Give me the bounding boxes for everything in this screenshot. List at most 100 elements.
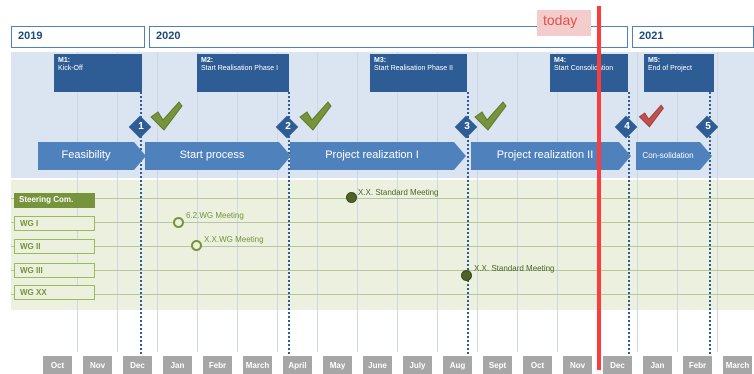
month-label: March xyxy=(725,361,750,370)
month-label-box: Dec xyxy=(603,356,632,374)
milestone-number: 5 xyxy=(705,121,711,132)
month-gridline xyxy=(557,52,558,352)
month-label: Febr xyxy=(688,361,707,370)
event-dot xyxy=(346,192,357,203)
month-label: Aug xyxy=(449,361,466,370)
year-header-2021: 2021 xyxy=(632,26,754,48)
year-label: 2019 xyxy=(18,30,43,42)
month-label: Jan xyxy=(650,361,665,370)
event-dot xyxy=(191,240,202,251)
month-gridline xyxy=(357,52,358,352)
milestone-text: Start Realisation Phase II xyxy=(374,65,453,72)
checkmark-icon xyxy=(150,101,183,131)
month-label-box: Febr xyxy=(683,356,712,374)
pending-checkmark-icon xyxy=(638,104,664,128)
milestone-text: Start Realisation Phase I xyxy=(201,65,279,72)
month-label-box: Jan xyxy=(163,356,192,374)
month-label-box: Febr xyxy=(203,356,232,374)
milestone-line xyxy=(288,92,290,354)
milestone-box-m2: M2: Start Realisation Phase I xyxy=(197,54,289,92)
month-label-box: April xyxy=(283,356,312,374)
event-label: X.X. Standard Meeting xyxy=(474,264,555,273)
milestone-line xyxy=(467,92,469,354)
month-label: Febr xyxy=(208,361,227,370)
phase-arrow-feasibility: Feasibility xyxy=(38,142,146,170)
group-label-wg3: WG III xyxy=(14,263,95,278)
milestone-text: Kick-Off xyxy=(58,65,83,72)
milestone-line xyxy=(140,92,142,354)
month-label: Oct xyxy=(530,361,545,370)
checkmark-icon xyxy=(474,101,507,131)
month-gridline xyxy=(677,52,678,352)
milestone-line xyxy=(709,92,711,354)
month-label: Nov xyxy=(89,361,106,370)
row-divider xyxy=(11,270,754,271)
month-label: Jan xyxy=(170,361,185,370)
checkmark-icon xyxy=(299,101,332,131)
month-gridline xyxy=(477,52,478,352)
month-label: Dec xyxy=(130,361,145,370)
month-label-box: March xyxy=(243,356,272,374)
month-label-box: Jan xyxy=(643,356,672,374)
phase-arrow-realization-2: Project realization II xyxy=(471,142,631,170)
month-label-box: July xyxy=(403,356,432,374)
phase-arrow-realization-1: Project realization I xyxy=(290,142,466,170)
month-gridline xyxy=(237,52,238,352)
year-header-2019: 2019 xyxy=(11,26,145,48)
month-label: Sept xyxy=(488,361,507,370)
today-label: today xyxy=(543,12,578,28)
month-gridline xyxy=(277,52,278,352)
milestone-number: 2 xyxy=(285,121,291,132)
month-gridline xyxy=(717,52,718,352)
milestone-text: End of Project xyxy=(648,65,692,72)
month-label-box: Oct xyxy=(43,356,72,374)
milestone-line xyxy=(628,92,630,354)
month-label-box: Aug xyxy=(443,356,472,374)
year-header-2020: 2020 xyxy=(149,26,628,48)
month-label: April xyxy=(288,361,307,370)
month-label-box: Sept xyxy=(483,356,512,374)
month-label-box: Dec xyxy=(123,356,152,374)
milestone-number: 3 xyxy=(464,121,470,132)
month-gridline xyxy=(117,52,118,352)
today-label-box: today xyxy=(537,10,591,36)
month-label: June xyxy=(368,361,387,370)
row-divider xyxy=(11,294,754,295)
milestone-box-m3: M3: Start Realisation Phase II xyxy=(370,54,467,92)
month-label-box: June xyxy=(363,356,392,374)
milestone-code: M4: xyxy=(554,57,567,64)
milestone-number: 4 xyxy=(624,121,630,132)
milestone-code: M5: xyxy=(648,57,661,64)
group-label-wgxx: WG XX xyxy=(14,285,95,300)
phase-label: Start process xyxy=(179,149,245,161)
month-label: May xyxy=(329,361,346,370)
working-group-band xyxy=(11,180,754,310)
month-gridline xyxy=(517,52,518,352)
phase-label: Feasibility xyxy=(61,149,111,161)
month-label: March xyxy=(245,361,270,370)
event-label: X.X. Standard Meeting xyxy=(358,188,439,197)
milestone-code: M2: xyxy=(201,57,214,64)
phase-arrow-consolidation: Con-solidation xyxy=(636,142,712,170)
group-label-wg2: WG II xyxy=(14,239,95,254)
milestone-text: Start Consolidation xyxy=(554,65,614,72)
month-label-box: March xyxy=(723,356,752,374)
milestone-diamond-1: 1 xyxy=(128,115,152,139)
event-dot xyxy=(173,217,184,228)
month-label: Nov xyxy=(569,361,586,370)
group-label-steering: Steering Com. xyxy=(14,193,95,208)
group-label-wg1: WG I xyxy=(14,216,95,231)
month-label: Oct xyxy=(50,361,65,370)
today-line xyxy=(597,6,601,370)
month-label: July xyxy=(409,361,426,370)
milestone-diamond-5: 5 xyxy=(695,115,719,139)
event-label: 6.2.WG Meeting xyxy=(186,211,244,220)
event-label: X.X.WG Meeting xyxy=(204,235,264,244)
phase-label: Project realization I xyxy=(325,149,419,161)
milestone-number: 1 xyxy=(138,121,144,132)
month-gridline xyxy=(197,52,198,352)
row-divider xyxy=(11,222,754,223)
row-divider xyxy=(11,246,754,247)
phase-arrow-start-process: Start process xyxy=(145,142,291,170)
month-gridline xyxy=(157,52,158,352)
